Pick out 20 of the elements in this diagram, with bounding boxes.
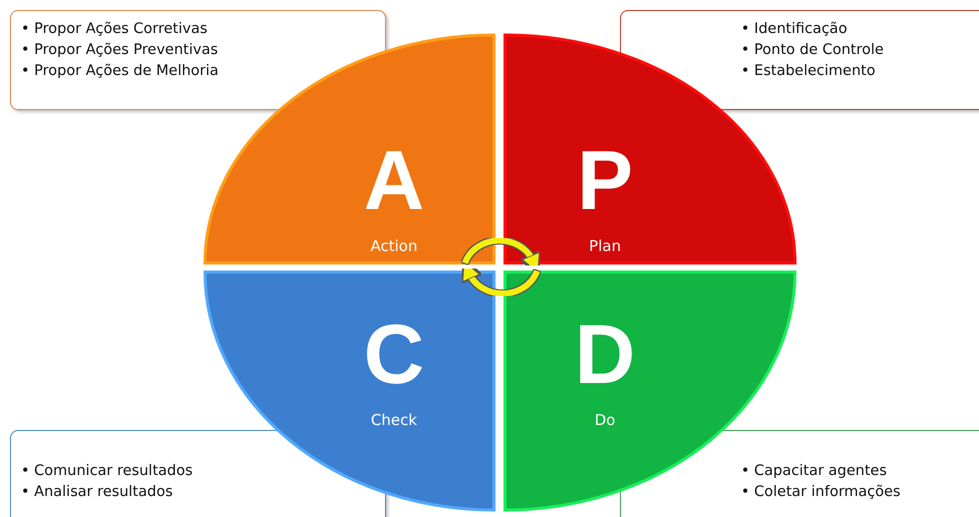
quadrant-letter: P [576, 138, 634, 222]
bullet-item: • Ponto de Controle [741, 41, 884, 60]
bullet-item: • Coletar informações [741, 483, 900, 502]
quadrant-label: Action [370, 237, 418, 255]
bullet-item: • Comunicar resultados [21, 462, 193, 481]
bullet-item: • Estabelecimento [741, 62, 876, 81]
quadrant-label: Plan [589, 237, 621, 255]
bullet-item: • Identificação [741, 20, 848, 39]
quadrant-letter: A [364, 138, 424, 222]
bullet-item: • Propor Ações Corretivas [21, 20, 208, 39]
quadrant-label: Check [370, 411, 418, 429]
cycle-arrow [462, 238, 540, 274]
cycle-arrow [462, 260, 540, 296]
bullet-item: • Analisar resultados [21, 483, 174, 502]
bullet-item: • Propor Ações de Melhoria [21, 62, 219, 81]
bullet-item: • Propor Ações Preventivas [21, 41, 219, 60]
quadrant-letter: C [364, 312, 424, 396]
quadrant-letter: D [574, 312, 636, 396]
bullet-item: • Capacitar agentes [741, 462, 888, 481]
quadrant-label: Do [594, 411, 616, 429]
